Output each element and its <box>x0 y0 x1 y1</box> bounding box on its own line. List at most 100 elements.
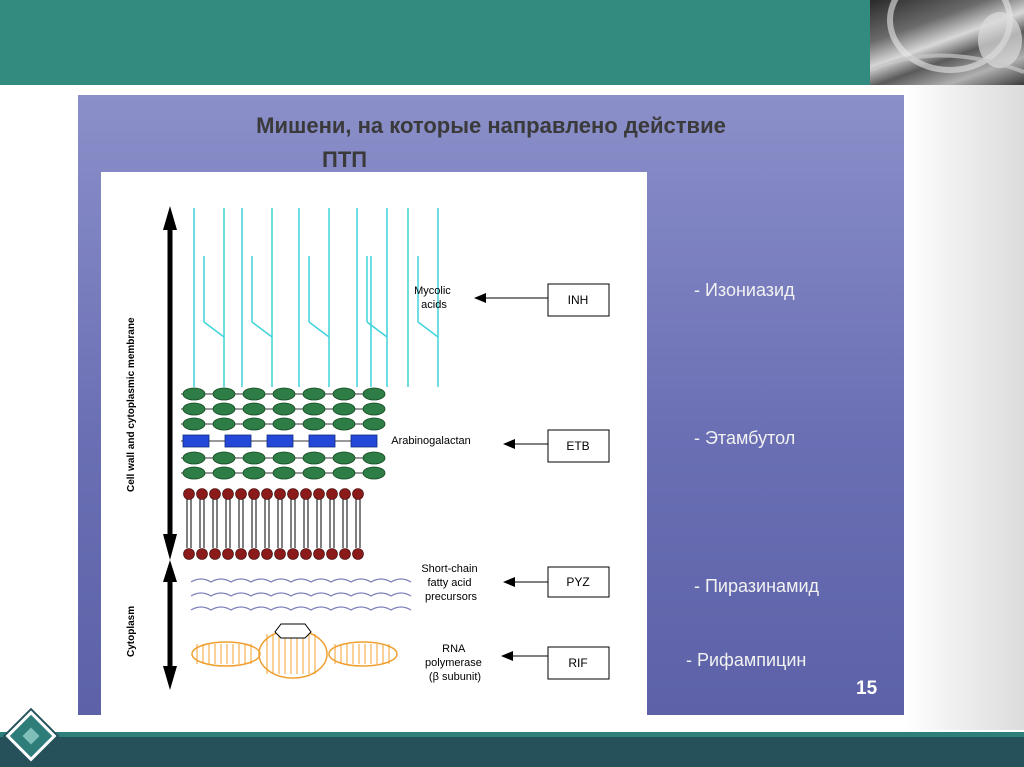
arabinogalactan-oval <box>213 467 235 479</box>
arabinogalactan-oval <box>333 467 355 479</box>
cytoplasm-axis-label: Cytoplasm <box>126 606 137 657</box>
drug-label-etb: ETB <box>566 439 589 453</box>
mycolic-acid-branch <box>418 322 438 337</box>
arabinogalactan-oval <box>213 388 235 400</box>
fatty-acid-precursor <box>191 607 411 610</box>
cytoplasm-arrow-head-top <box>163 560 177 582</box>
arabinogalactan-oval <box>303 403 325 415</box>
arabinogalactan-oval <box>273 388 295 400</box>
arabinogalactan-block <box>225 435 251 447</box>
mycolic-acid-branch <box>367 322 387 337</box>
target-label-arabinogalactan: Arabinogalactan <box>391 435 471 447</box>
arabinogalactan-oval <box>183 452 205 464</box>
arabinogalactan-oval <box>273 452 295 464</box>
lipid-head <box>262 549 273 560</box>
arabinogalactan-block <box>309 435 335 447</box>
slide-title-line2: ПТП <box>322 146 367 174</box>
arabinogalactan-block <box>267 435 293 447</box>
mycolic-acid-branch <box>252 322 272 337</box>
arabinogalactan-block <box>351 435 377 447</box>
lipid-head <box>262 489 273 500</box>
header-bar <box>0 0 870 85</box>
arabinogalactan-block <box>183 435 209 447</box>
arabinogalactan-oval <box>333 388 355 400</box>
arabinogalactan-oval <box>363 467 385 479</box>
arabinogalactan-oval <box>243 403 265 415</box>
mycolic-acid-branch <box>204 322 224 337</box>
drug-label-rif: RIF <box>568 656 587 670</box>
arabinogalactan-oval <box>243 418 265 430</box>
arabinogalactan-oval <box>363 388 385 400</box>
arabinogalactan-oval <box>213 452 235 464</box>
drug-name-rifampicin: - Рифампицин <box>686 650 806 671</box>
lipid-head <box>223 489 234 500</box>
lipid-head <box>223 549 234 560</box>
lipid-head <box>288 489 299 500</box>
drug-label-inh: INH <box>568 293 589 307</box>
lipid-head <box>236 489 247 500</box>
arabinogalactan-oval <box>273 418 295 430</box>
slide-number: 15 <box>856 678 877 700</box>
target-arrow-head <box>503 439 515 449</box>
target-label-mycolic: Mycolic acids <box>414 285 454 311</box>
lipid-head <box>184 549 195 560</box>
lipid-head <box>197 549 208 560</box>
drug-name-izoniazid: - Изониазид <box>694 280 795 301</box>
target-arrow-head <box>503 577 515 587</box>
arabinogalactan-oval <box>333 403 355 415</box>
lipid-head <box>340 489 351 500</box>
membrane-arrow-head-bottom <box>163 534 177 560</box>
target-label-fatty-acid: Short-chain fatty acid precursors <box>421 563 480 603</box>
decorative-corner-image <box>870 0 1024 85</box>
lipid-head <box>340 549 351 560</box>
arabinogalactan-oval <box>303 388 325 400</box>
arabinogalactan-oval <box>273 403 295 415</box>
lipid-head <box>327 549 338 560</box>
lipid-head <box>314 549 325 560</box>
cytoplasm-arrow-head-bottom <box>163 666 177 690</box>
mycolic-acid-branch <box>309 322 329 337</box>
arabinogalactan-oval <box>243 467 265 479</box>
lipid-head <box>210 549 221 560</box>
mycobacterium-target-diagram: Cell wall and cytoplasmic membrane Cytop… <box>101 172 647 715</box>
lipid-head <box>249 549 260 560</box>
lipid-head <box>275 489 286 500</box>
target-arrow-head <box>501 651 513 661</box>
arabinogalactan-oval <box>363 403 385 415</box>
arabinogalactan-oval <box>303 467 325 479</box>
fatty-acid-precursor <box>191 579 411 582</box>
arabinogalactan-oval <box>183 467 205 479</box>
arabinogalactan-oval <box>183 403 205 415</box>
arabinogalactan-oval <box>363 452 385 464</box>
membrane-arrow-head-top <box>163 206 177 230</box>
lipid-head <box>288 549 299 560</box>
arabinogalactan-oval <box>303 452 325 464</box>
lipid-head <box>353 549 364 560</box>
lipid-head <box>236 549 247 560</box>
arabinogalactan-oval <box>243 388 265 400</box>
rif-binding-site <box>275 624 311 638</box>
arabinogalactan-oval <box>303 418 325 430</box>
side-gradient <box>905 85 1024 730</box>
lipid-head <box>184 489 195 500</box>
lipid-head <box>314 489 325 500</box>
arabinogalactan-oval <box>363 418 385 430</box>
rna-polymerase-left-helix <box>192 642 260 666</box>
target-arrow-head <box>474 293 486 303</box>
lipid-head <box>210 489 221 500</box>
fatty-acid-precursor <box>191 593 411 596</box>
rna-polymerase-right-helix <box>329 642 397 666</box>
arabinogalactan-oval <box>213 418 235 430</box>
drug-name-pirazinamid: - Пиразинамид <box>694 576 819 597</box>
arabinogalactan-oval <box>333 452 355 464</box>
footer-bar <box>0 737 1024 767</box>
lipid-head <box>197 489 208 500</box>
arabinogalactan-oval <box>183 388 205 400</box>
lipid-head <box>275 549 286 560</box>
lipid-head <box>249 489 260 500</box>
drug-name-etambutol: - Этамбутол <box>694 428 795 449</box>
lipid-head <box>353 489 364 500</box>
arabinogalactan-oval <box>333 418 355 430</box>
drug-label-pyz: PYZ <box>566 575 589 589</box>
arabinogalactan-oval <box>243 452 265 464</box>
